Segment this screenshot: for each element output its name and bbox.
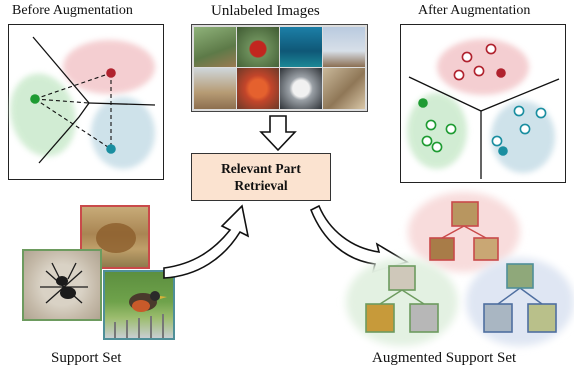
- decision-boundary: [480, 78, 560, 112]
- decision-boundary: [38, 102, 90, 164]
- green-class-prototype: [418, 98, 428, 108]
- support-image-robin: [103, 270, 175, 340]
- unlabeled-image-husky: [280, 68, 322, 109]
- teal-class-cloud: [491, 101, 555, 173]
- before-augmentation-diagram: [10, 36, 156, 169]
- robin-part-node: [527, 303, 557, 333]
- decision-boundary: [88, 102, 156, 106]
- unlabeled-image-crab: [237, 68, 279, 109]
- after-augmentation-panel: [400, 24, 566, 183]
- red-class-cloud: [437, 39, 529, 95]
- red-class-cloud: [63, 40, 155, 94]
- augmented-support-set-label: Augmented Support Set: [372, 350, 517, 366]
- teal-class-prototype: [106, 144, 116, 154]
- unlabeled-image-dog: [194, 27, 236, 67]
- lion-part-node: [429, 237, 455, 261]
- lion-root-node: [451, 201, 479, 227]
- red-class-prototype: [106, 68, 116, 78]
- before-augmentation-title: Before Augmentation: [12, 3, 133, 18]
- down-arrow-icon: [259, 115, 297, 152]
- lion-part-node: [473, 237, 499, 261]
- unlabeled-images-panel: [191, 24, 368, 112]
- robin-part-node: [483, 303, 513, 333]
- ant-icon: [40, 262, 88, 304]
- after-augmentation-diagram: [407, 39, 560, 179]
- augmented-support-set-diagram: [346, 192, 574, 346]
- unlabeled-image-bird: [323, 27, 365, 67]
- after-augmentation-title: After Augmentation: [418, 3, 531, 18]
- unlabeled-images-title: Unlabeled Images: [211, 3, 320, 19]
- retrieval-label-line2: Retrieval: [234, 178, 288, 193]
- unlabeled-image-spider: [323, 68, 365, 109]
- support-image-ant: [22, 249, 102, 321]
- green-class-prototype: [30, 94, 40, 104]
- unlabeled-image-underwater: [280, 27, 322, 67]
- ant-root-node: [388, 265, 416, 291]
- green-class-cloud: [10, 73, 76, 157]
- robin-root-node: [506, 263, 534, 289]
- support-set-label: Support Set: [51, 350, 122, 366]
- teal-class-prototype: [498, 146, 508, 156]
- unlabeled-image-dinosaur: [194, 68, 236, 109]
- before-augmentation-panel: [8, 24, 164, 180]
- decision-boundary: [32, 36, 90, 104]
- ant-part-node: [365, 303, 395, 333]
- ant-part-node: [409, 303, 439, 333]
- relevant-part-retrieval-box: Relevant Part Retrieval: [191, 153, 331, 201]
- curved-arrow-to-retrieval-icon: [163, 204, 250, 279]
- robin-icon: [114, 291, 167, 338]
- teal-class-cloud: [91, 97, 155, 169]
- decision-boundary: [408, 76, 482, 112]
- unlabeled-image-ladybug: [237, 27, 279, 67]
- retrieval-label-line1: Relevant Part: [221, 161, 301, 176]
- green-class-cloud: [407, 93, 467, 169]
- red-class-prototype: [496, 68, 506, 78]
